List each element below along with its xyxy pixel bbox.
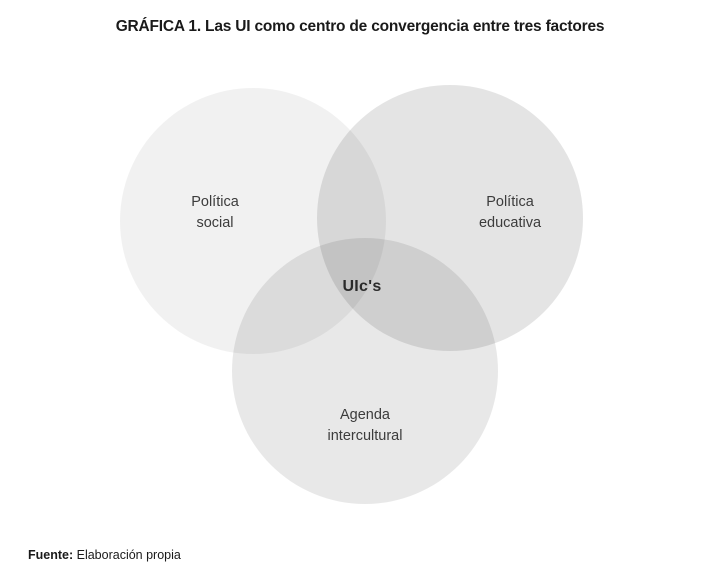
venn-label-agenda-intercultural: Agenda intercultural: [305, 405, 425, 447]
venn-label-politica-social-line1: Política: [191, 194, 239, 210]
figure-title: GRÁFICA 1. Las UI como centro de converg…: [0, 18, 720, 36]
venn-label-politica-educativa: Política educativa: [455, 192, 565, 234]
venn-label-politica-educativa-line1: Política: [486, 194, 534, 210]
venn-label-politica-educativa-line2: educativa: [478, 215, 542, 232]
figure-title-text: Las UI como centro de convergencia entre…: [200, 18, 605, 35]
venn-label-politica-social: Política social: [160, 192, 270, 234]
venn-center-label: UIc's: [342, 278, 382, 295]
venn-circle-agenda-intercultural: [232, 238, 498, 504]
venn-label-agenda-intercultural-line1: Agenda: [340, 407, 390, 423]
venn-label-politica-social-line2: social: [196, 215, 234, 232]
venn-label-agenda-intercultural-line2: intercultural: [327, 428, 403, 445]
figure-source-text: Elaboración propia: [73, 548, 181, 562]
figure-source-prefix: Fuente:: [28, 548, 74, 562]
venn-circle-politica-educativa: [317, 85, 583, 351]
venn-circle-politica-social: [120, 88, 386, 354]
figure-title-prefix: GRÁFICA 1.: [115, 18, 201, 35]
figure-source: Fuente: Elaboración propia: [28, 548, 181, 562]
